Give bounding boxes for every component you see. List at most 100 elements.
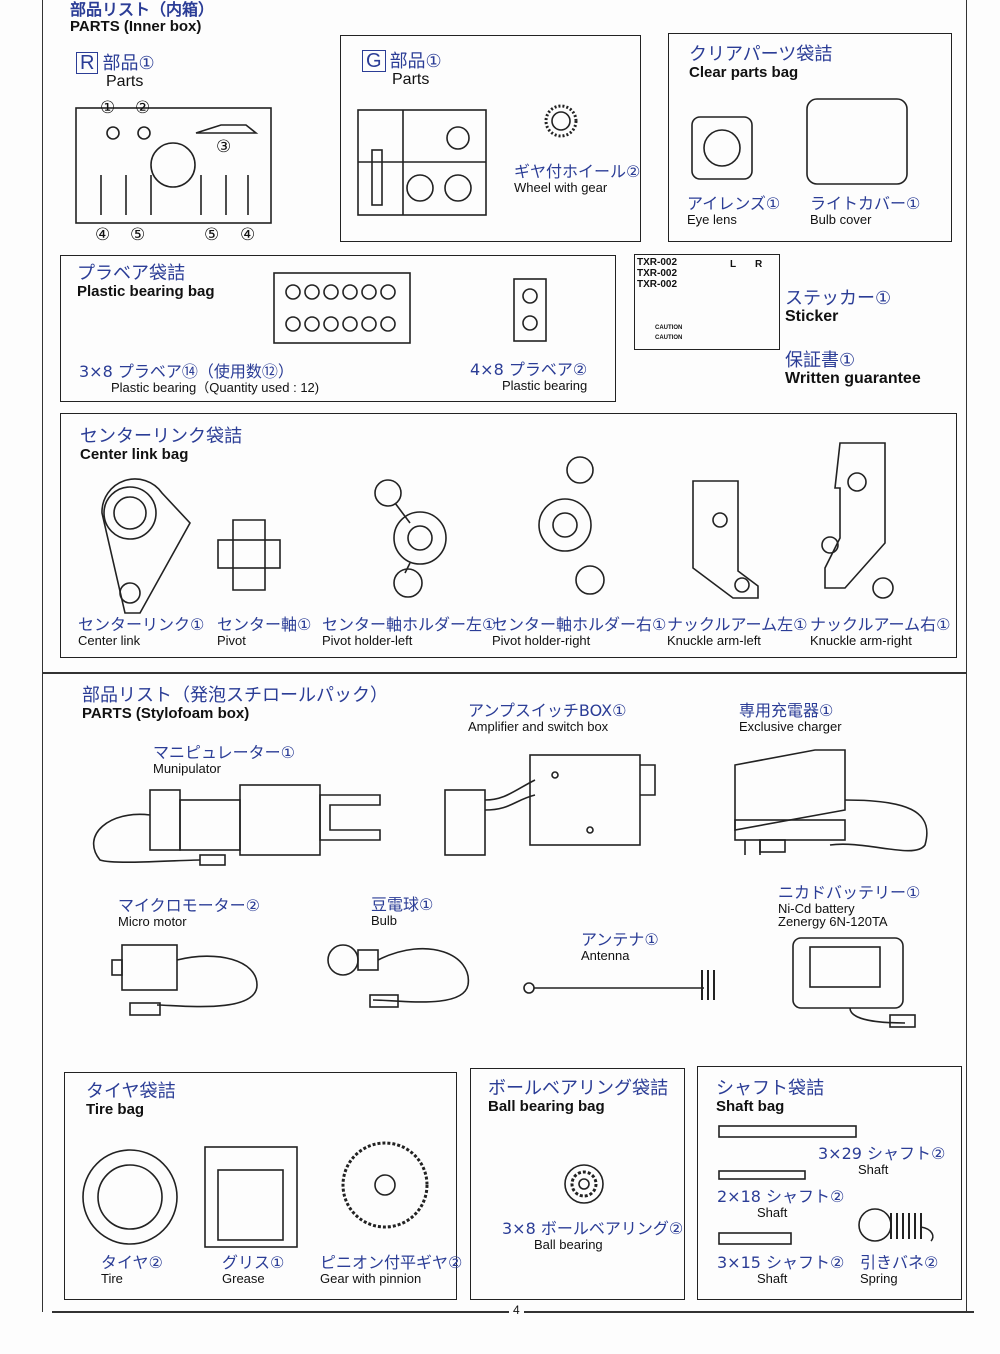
clear-parts-box <box>668 33 952 242</box>
micro-motor-drawing <box>111 944 258 1016</box>
grease-jp: グリス① <box>222 1253 285 1272</box>
manipulator-drawing <box>93 784 381 866</box>
center-link-drawing <box>101 478 191 614</box>
pivot-holder-left-drawing <box>374 479 447 598</box>
knuckle-arm-left-jp: ナックルアーム左① <box>667 615 808 634</box>
tire-bag-title-jp: タイヤ袋詰 <box>86 1081 176 1102</box>
center-link-jp: センターリンク① <box>78 615 205 634</box>
r-num-5: ⑤ <box>130 225 146 244</box>
stylofoam-title-en: PARTS (Stylofoam box) <box>82 704 250 722</box>
plastic-bearing-title-en: Plastic bearing bag <box>77 282 215 300</box>
wheel-gear-label: ギヤ付ホイール② Wheel with gear <box>514 162 641 195</box>
r-num-3: ③ <box>216 137 232 156</box>
clear-parts-title-en: Clear parts bag <box>689 63 799 81</box>
center-link-en: Center link <box>78 632 141 648</box>
shaft-2x18-en: Shaft <box>757 1204 788 1220</box>
wheel-gear-en: Wheel with gear <box>514 179 608 195</box>
spring-drawing <box>858 1208 934 1242</box>
clear-parts-title-jp: クリアパーツ袋詰 <box>689 44 833 65</box>
g-parts-jp: 部品① <box>389 51 442 72</box>
battery-en: Ni-Cd battery <box>778 900 855 916</box>
charger-jp: 専用充電器① <box>739 701 834 720</box>
center-link-title-en: Center link bag <box>80 445 189 463</box>
knuckle-arm-right-drawing <box>821 442 894 599</box>
sticker-en: Sticker <box>785 307 839 325</box>
amp-box-en: Amplifier and switch box <box>468 718 609 734</box>
tire-jp: タイヤ② <box>101 1253 163 1272</box>
grease-drawing <box>204 1146 298 1248</box>
bulb-jp: 豆電球① <box>371 895 434 914</box>
r-num-5b: ⑤ <box>204 225 220 244</box>
bulb-cover-drawing <box>806 98 908 185</box>
spring-en: Spring <box>860 1270 898 1286</box>
bulb-en: Bulb <box>371 912 398 928</box>
shaft-bag-title-jp: シャフト袋詰 <box>716 1078 824 1099</box>
antenna-drawing <box>523 970 715 1000</box>
wheel-gear-jp: ギヤ付ホイール② <box>514 162 641 181</box>
pivot-holder-left-en: Pivot holder-left <box>322 632 413 648</box>
sticker-text: TXR-002 <box>637 279 678 290</box>
pivot-holder-right-jp: センター軸ホルダー右① <box>492 615 667 634</box>
r-badge: R <box>76 52 99 74</box>
ball-bearing-jp: 3×8 ボールベアリング② <box>502 1219 684 1238</box>
pivot-holder-left-jp: センター軸ホルダー左① <box>322 615 497 634</box>
eye-lens-jp: アイレンズ① <box>687 194 781 213</box>
g-badge: G <box>362 50 386 72</box>
pivot-holder-right-en: Pivot holder-right <box>492 632 591 648</box>
g-sprue-drawing <box>357 109 487 216</box>
shaft-3x29-jp: 3×29 シャフト② <box>818 1144 946 1163</box>
battery-jp: ニカドバッテリー① <box>778 883 921 902</box>
knuckle-arm-right-jp: ナックルアーム右① <box>810 615 951 634</box>
page-header: 部品リスト（内箱） PARTS (Inner box) <box>70 1 214 35</box>
grease-en: Grease <box>222 1270 265 1286</box>
knuckle-arm-right-en: Knuckle arm-right <box>810 632 912 648</box>
tire-drawing <box>82 1149 178 1245</box>
shaft-2x18-jp: 2×18 シャフト② <box>717 1187 845 1206</box>
sticker-text: CAUTION <box>655 335 683 341</box>
eye-lens-en: Eye lens <box>687 211 737 227</box>
r-sprue-drawing <box>75 107 272 224</box>
plastic-bearing-4x8-jp: 4×8 プラベア② <box>470 360 588 379</box>
tire-bag-box <box>64 1072 457 1300</box>
plastic-bearing-box <box>60 255 616 402</box>
g-parts-en: Parts <box>392 71 430 88</box>
frame-left <box>42 0 43 1312</box>
knuckle-arm-left-en: Knuckle arm-left <box>667 632 761 648</box>
guarantee-jp: 保証書① <box>785 350 856 371</box>
frame-right <box>966 0 967 1312</box>
guarantee-en: Written guarantee <box>785 369 921 387</box>
plastic-bearing-4x8-en: Plastic bearing <box>502 377 588 393</box>
ball-bearing-title-jp: ボールベアリング袋詰 <box>488 1078 668 1099</box>
page-number: 4 <box>509 1303 524 1317</box>
wheel-gear-drawing <box>544 104 578 138</box>
ball-bearing-box <box>470 1068 685 1300</box>
ball-bearing-title-en: Ball bearing bag <box>488 1097 605 1115</box>
sticker-text: TXR-002 <box>637 257 678 268</box>
r-num-4: ④ <box>95 225 111 244</box>
plastic-bearing-3x8-label: 3×8 プラベア⑭（使用数⑫）Plastic bearing（Quantity … <box>79 363 319 394</box>
antenna-en: Antenna <box>581 947 630 963</box>
sticker-text: TXR-002 <box>637 268 678 279</box>
r-num-1: ① <box>100 98 116 117</box>
shaft-3x15-jp: 3×15 シャフト② <box>717 1253 845 1272</box>
r-num-4b: ④ <box>240 225 256 244</box>
